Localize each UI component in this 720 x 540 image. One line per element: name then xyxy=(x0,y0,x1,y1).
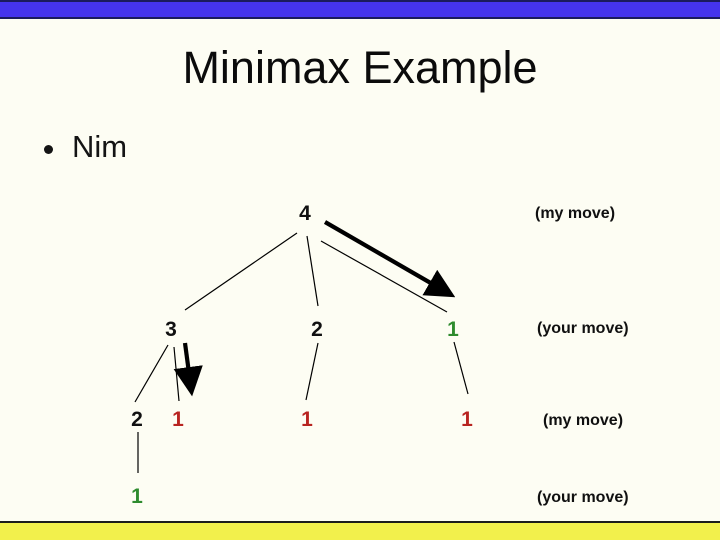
edge-4-3 xyxy=(184,232,298,311)
chosen-move-arrow-3-1 xyxy=(173,342,203,397)
bottom-accent-bar xyxy=(0,521,720,540)
edge-2-1 xyxy=(305,342,319,401)
top-accent-bar xyxy=(0,0,720,19)
slide-title: Minimax Example xyxy=(182,42,538,93)
move-label-level-4: (your move) xyxy=(537,489,629,506)
edge-3-2 xyxy=(134,344,169,403)
tree-node-leaf: 1 xyxy=(131,485,143,508)
tree-node: 1 xyxy=(461,408,473,431)
chosen-move-arrow-4-1 xyxy=(323,220,456,298)
tree-node: 2 xyxy=(311,318,323,341)
tree-node-root: 4 xyxy=(299,202,311,225)
edge-1-1 xyxy=(453,341,469,395)
tree-node: 2 xyxy=(131,408,143,431)
bullet-text: Nim xyxy=(72,129,128,164)
edge-3-1 xyxy=(173,346,180,402)
move-label-level-3: (my move) xyxy=(543,412,624,429)
tree-node: 1 xyxy=(447,318,459,341)
move-label-level-1: (my move) xyxy=(535,205,616,222)
edge-4-2 xyxy=(306,235,319,307)
edge-4-1 xyxy=(320,240,448,313)
tree-node: 1 xyxy=(172,408,184,431)
move-label-level-2: (your move) xyxy=(537,320,629,337)
tree-node: 3 xyxy=(165,318,177,341)
tree-node: 1 xyxy=(301,408,313,431)
bullet-icon xyxy=(44,144,53,154)
bullet-item: Nim xyxy=(44,129,127,165)
